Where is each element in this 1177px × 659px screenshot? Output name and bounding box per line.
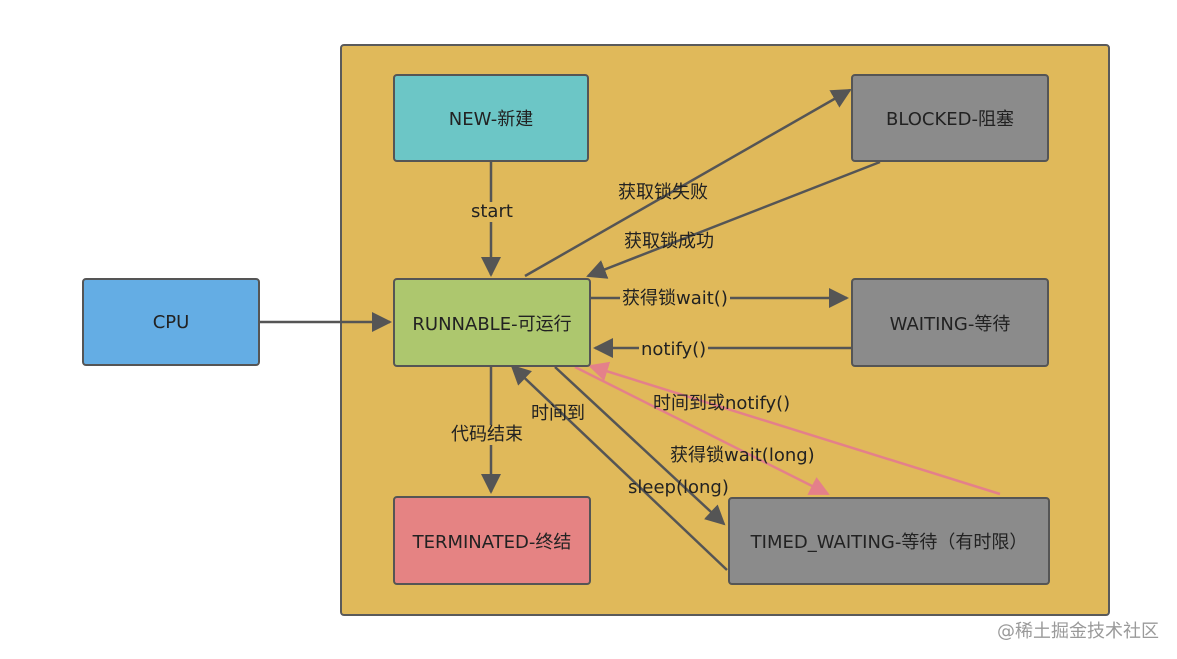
node-new: NEW-新建 [393,74,589,162]
edge-runnable-timed-wait [574,365,830,496]
node-blocked: BLOCKED-阻塞 [851,74,1049,162]
label-lock-success: 获取锁成功 [624,231,714,252]
label-lock-fail: 获取锁失败 [618,182,708,203]
label-notify: notify() [639,339,709,360]
label-wait: 获得锁wait() [620,288,730,309]
edge-blocked-runnable [586,160,881,279]
label-wait-long: 获得锁wait(long) [670,445,815,466]
label-time-up: 时间到 [531,403,585,424]
label-start: start [469,201,515,222]
label-sleep-long: sleep(long) [628,477,729,498]
label-code-end: 代码结束 [449,424,525,445]
label-time-or-notify: 时间到或notify() [653,393,791,414]
edge-runnable-timed-sleep [554,366,726,526]
node-terminated: TERMINATED-终结 [393,496,591,585]
edge-timed-runnable [510,364,728,571]
node-runnable: RUNNABLE-可运行 [393,278,591,367]
node-timed-waiting: TIMED_WAITING-等待（有时限） [728,497,1050,585]
node-cpu: CPU [82,278,260,366]
edge-runnable-blocked [524,88,852,278]
node-waiting: WAITING-等待 [851,278,1049,367]
edge-timed-runnable-notify [588,361,1001,496]
watermark: @稀土掘金技术社区 [997,621,1159,642]
